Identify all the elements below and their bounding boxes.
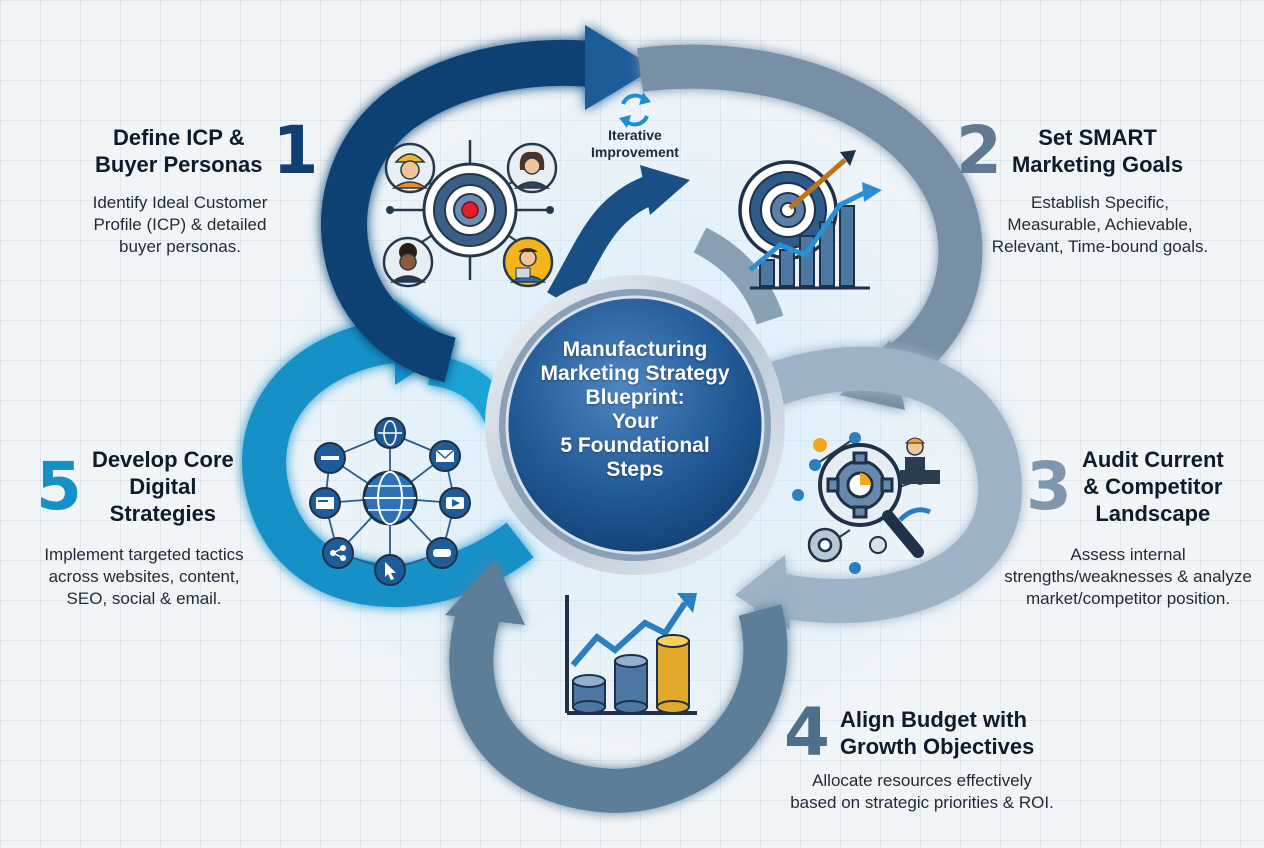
step-2-description: Establish Specific, Measurable, Achievab… bbox=[975, 192, 1225, 258]
iterative-improvement-label: Iterative Improvement bbox=[560, 127, 710, 161]
loop-step-1 bbox=[321, 25, 655, 383]
www-node-icon bbox=[314, 442, 346, 474]
coin-stack-1 bbox=[572, 674, 606, 714]
step-3-desc-line3: market/competitor position. bbox=[1025, 589, 1231, 608]
coin-stack-3 bbox=[656, 634, 690, 714]
hub-title: Manufacturing Marketing Strategy Bluepri… bbox=[500, 338, 770, 482]
email-node-icon bbox=[429, 440, 461, 472]
step-4-title-line2: Growth Objectives bbox=[839, 734, 1035, 759]
step-3-title-line2: & Competitor bbox=[1083, 474, 1223, 499]
step-4-desc-line2: based on strategic priorities & ROI. bbox=[790, 793, 1054, 812]
digital-channels-network-icon bbox=[309, 417, 471, 586]
step-4-title-line1: Align Budget with bbox=[839, 707, 1027, 732]
iterative-label-line2: Improvement bbox=[591, 144, 679, 160]
hub-title-line: 5 Foundational bbox=[560, 434, 710, 457]
step-1-heading: Define ICP & Buyer Personas 1 bbox=[95, 118, 318, 184]
refresh-cycle-icon bbox=[619, 92, 651, 128]
step-5-number: 5 bbox=[36, 447, 82, 525]
step-2-desc-line3: Relevant, Time-bound goals. bbox=[991, 237, 1209, 256]
cursor-node-icon bbox=[374, 554, 406, 586]
share-node-icon bbox=[322, 537, 354, 569]
iterative-label-line1: Iterative bbox=[608, 127, 662, 143]
step-5-desc-line3: SEO, social & email. bbox=[66, 589, 222, 608]
step-1-title: Define ICP & Buyer Personas bbox=[95, 124, 263, 178]
target-personas-icon bbox=[382, 140, 558, 288]
globe-node-icon bbox=[374, 417, 406, 449]
step-1-title-line1: Define ICP & bbox=[112, 125, 245, 150]
hub-title-line: Your bbox=[611, 410, 659, 433]
step-1-desc-line1: Identify Ideal Customer bbox=[92, 193, 268, 212]
step-4-desc-line1: Allocate resources effectively bbox=[812, 771, 1032, 790]
search-bar-node-icon bbox=[426, 537, 458, 569]
step-2-title-line1: Set SMART bbox=[1038, 125, 1157, 150]
step-3-heading: 3 Audit Current & Competitor Landscape bbox=[1026, 446, 1224, 527]
step-5-heading: 5 Develop Core Digital Strategies bbox=[36, 446, 234, 527]
step-5-title-line3: Strategies bbox=[109, 501, 217, 526]
video-node-icon bbox=[439, 487, 471, 519]
web-page-node-icon bbox=[309, 487, 341, 519]
hub-title-line: Manufacturing bbox=[562, 338, 708, 361]
step-5-desc-line2: across websites, content, bbox=[48, 567, 240, 586]
step-1-description: Identify Ideal Customer Profile (ICP) & … bbox=[70, 192, 290, 258]
step-5-title-line2: Digital bbox=[129, 474, 197, 499]
inner-arrow bbox=[547, 165, 784, 325]
step-2-heading: 2 Set SMART Marketing Goals bbox=[956, 118, 1183, 184]
step-1-desc-line2: Profile (ICP) & detailed bbox=[93, 215, 267, 234]
coin-stack-2 bbox=[614, 654, 648, 714]
step-3-description: Assess internal strengths/weaknesses & a… bbox=[998, 544, 1258, 610]
step-4-heading: 4 Align Budget with Growth Objectives bbox=[784, 700, 1034, 766]
step-1-title-line2: Buyer Personas bbox=[95, 152, 263, 177]
hub-core bbox=[505, 295, 765, 555]
step-4-number: 4 bbox=[784, 694, 830, 771]
hub-title-line: Blueprint: bbox=[585, 386, 685, 409]
gear-magnifier-audit-icon bbox=[792, 432, 940, 574]
hub-title-line: Marketing Strategy bbox=[540, 362, 730, 385]
step-2-title: Set SMART Marketing Goals bbox=[1012, 124, 1183, 178]
loop-step-4 bbox=[445, 560, 788, 813]
step-1-number: 1 bbox=[272, 112, 319, 189]
step-5-title-line1: Develop Core bbox=[91, 447, 234, 472]
coin-stacks-growth-chart-icon bbox=[565, 593, 697, 715]
step-2-desc-line2: Measurable, Achievable, bbox=[1007, 215, 1193, 234]
step-3-title-line1: Audit Current bbox=[1081, 447, 1224, 472]
step-4-title: Align Budget with Growth Objectives bbox=[840, 706, 1034, 760]
step-3-desc-line1: Assess internal bbox=[1070, 545, 1186, 564]
step-3-number: 3 bbox=[1026, 447, 1072, 525]
step-1-desc-line3: buyer personas. bbox=[119, 237, 241, 256]
step-4-description: Allocate resources effectively based on … bbox=[772, 770, 1072, 814]
step-3-title: Audit Current & Competitor Landscape bbox=[1082, 446, 1224, 527]
step-5-title: Develop Core Digital Strategies bbox=[92, 446, 234, 527]
step-2-number: 2 bbox=[956, 112, 1002, 189]
step-3-desc-line2: strengths/weaknesses & analyze bbox=[1004, 567, 1252, 586]
hub-title-line: Steps bbox=[606, 458, 664, 481]
step-5-description: Implement targeted tactics across websit… bbox=[24, 544, 264, 610]
step-2-title-line2: Marketing Goals bbox=[1011, 152, 1184, 177]
target-arrow-growth-icon bbox=[738, 150, 882, 290]
step-5-desc-line1: Implement targeted tactics bbox=[44, 545, 244, 564]
step-2-desc-line1: Establish Specific, bbox=[1031, 193, 1169, 212]
step-3-title-line3: Landscape bbox=[1095, 501, 1211, 526]
